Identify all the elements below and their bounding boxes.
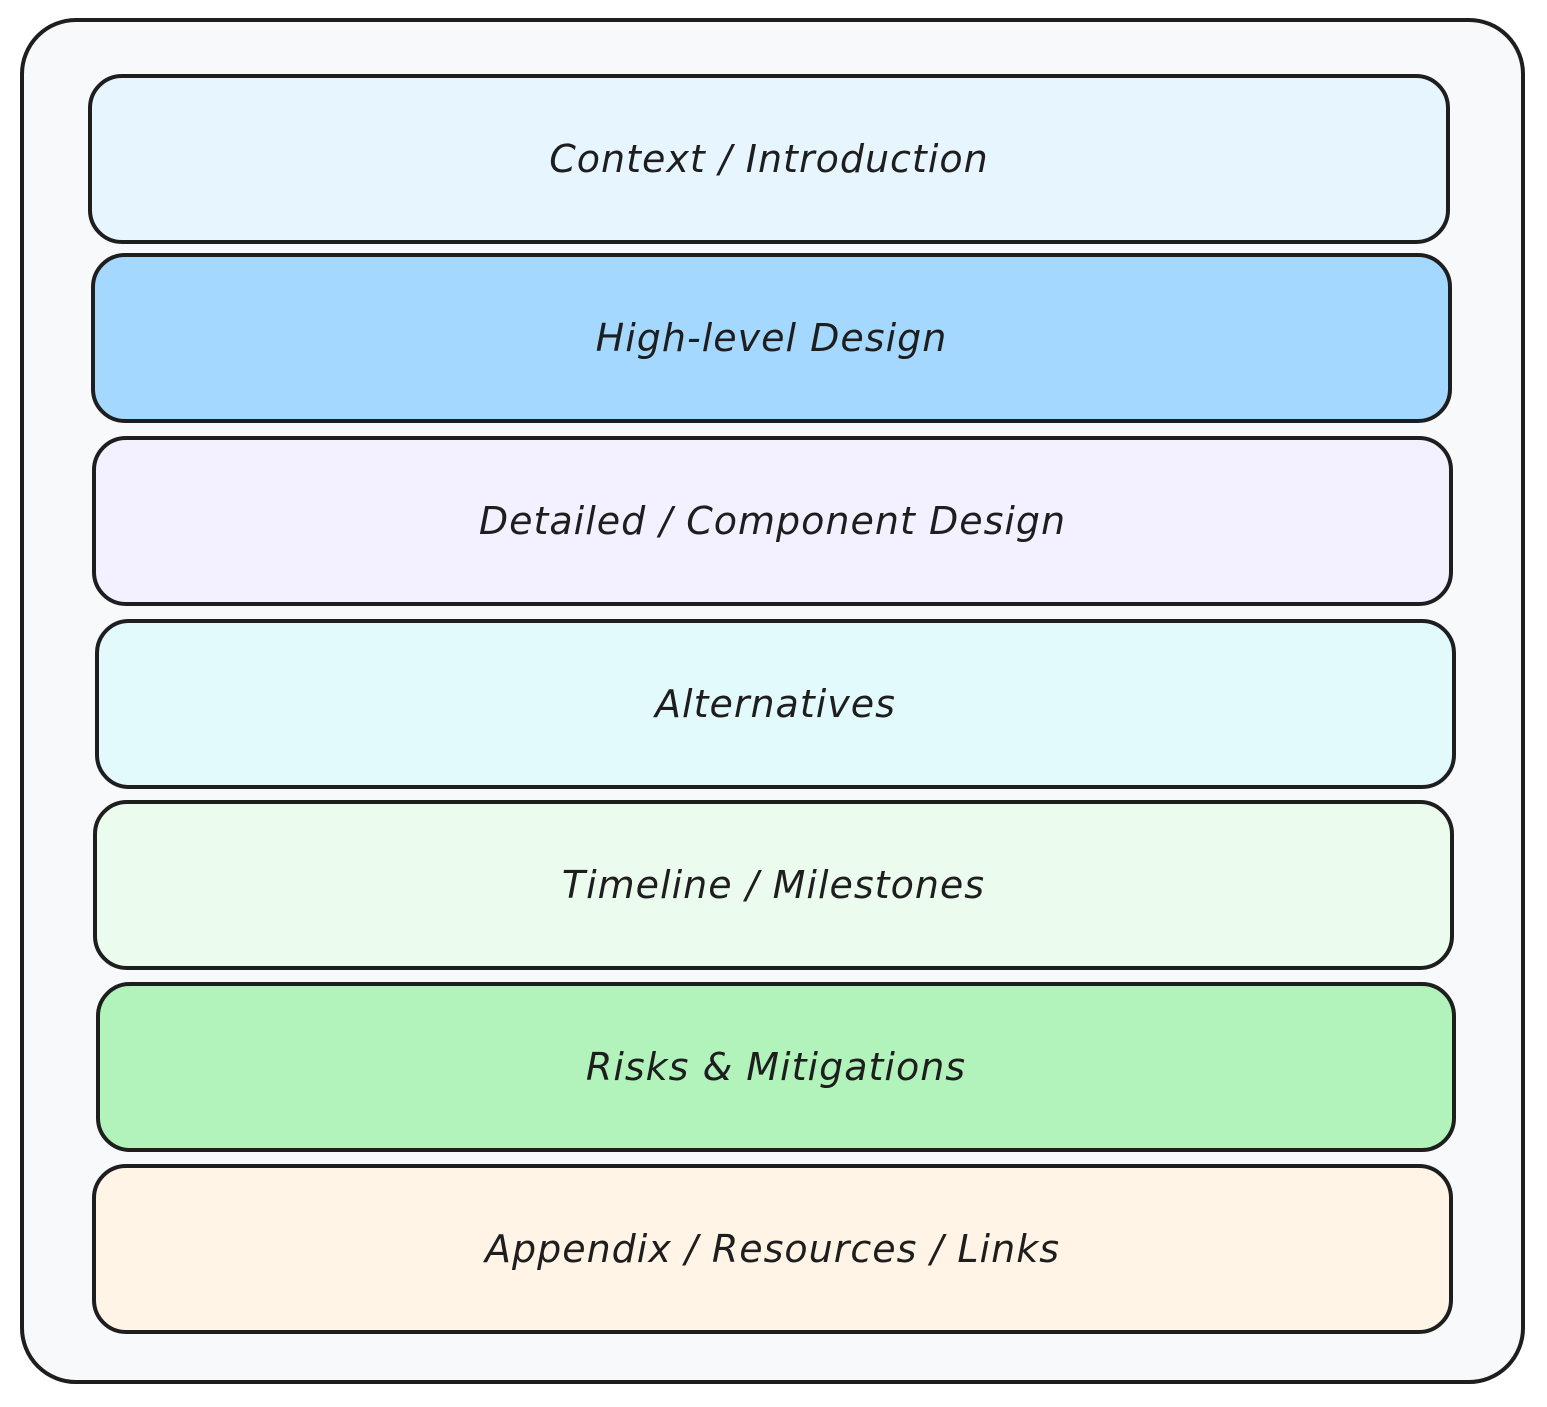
section-label: Timeline / Milestones bbox=[561, 863, 986, 907]
section-context: Context / Introduction bbox=[88, 74, 1450, 244]
section-label: Risks & Mitigations bbox=[585, 1045, 967, 1089]
section-label: Detailed / Component Design bbox=[478, 499, 1067, 543]
section-detailed-design: Detailed / Component Design bbox=[92, 436, 1453, 606]
section-risks: Risks & Mitigations bbox=[96, 982, 1456, 1152]
section-label: High-level Design bbox=[595, 316, 948, 360]
section-high-level-design: High-level Design bbox=[91, 253, 1452, 423]
section-label: Appendix / Resources / Links bbox=[484, 1227, 1060, 1271]
section-alternatives: Alternatives bbox=[95, 619, 1456, 789]
section-label: Alternatives bbox=[655, 682, 896, 726]
section-timeline: Timeline / Milestones bbox=[93, 800, 1454, 970]
section-label: Context / Introduction bbox=[549, 137, 989, 181]
section-appendix: Appendix / Resources / Links bbox=[92, 1164, 1453, 1334]
